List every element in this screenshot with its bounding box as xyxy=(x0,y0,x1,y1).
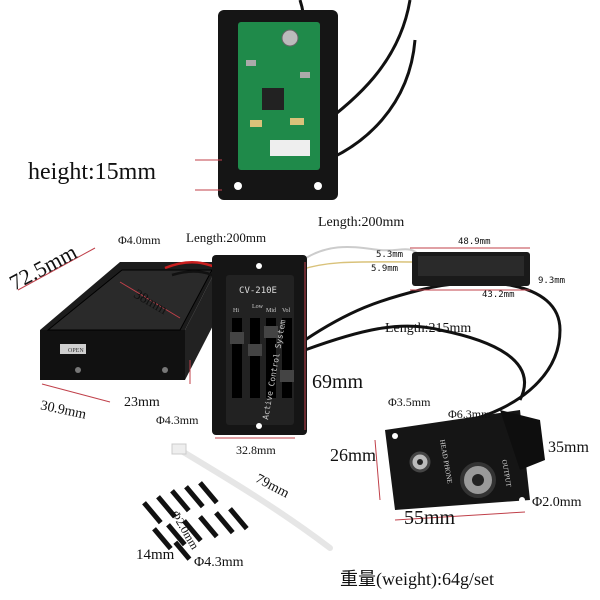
pickup-h2-label: 5.9mm xyxy=(371,264,399,274)
plate-tab-label: 35mm xyxy=(548,439,589,456)
box-hole-label: Φ4.0mm xyxy=(118,233,161,247)
output-jack-label: Φ6.3mm xyxy=(448,407,491,421)
screw-length-label: 14mm xyxy=(136,547,175,563)
pickup-bar xyxy=(410,247,530,291)
height-label: height:15mm xyxy=(28,159,156,185)
pickup-h3-label: 9.3mm xyxy=(538,276,566,286)
box-wire-label: Length:200mm xyxy=(186,230,267,245)
screws xyxy=(142,481,249,561)
slider-label-vol: Vol xyxy=(282,308,291,314)
jack-wire-label: Length:215mm xyxy=(385,321,472,336)
jack-plate xyxy=(374,410,545,521)
panel-width-label: 32.8mm xyxy=(236,443,276,457)
battery-lid-text: OPEN xyxy=(68,348,84,354)
pickup-length-label: 48.9mm xyxy=(458,237,491,247)
box-height-label: 23mm xyxy=(124,395,160,410)
pickup-wire-label: Length:200mm xyxy=(318,215,405,230)
weight-label: 重量(weight):64g/set xyxy=(340,569,494,589)
pcb-module xyxy=(195,0,417,200)
preamp-panel xyxy=(212,255,307,439)
cable-tie xyxy=(171,443,333,551)
screw-head-label: Φ4.3mm xyxy=(194,555,244,570)
phone-jack-label: Φ3.5mm xyxy=(388,395,431,409)
slider-label-low: Low xyxy=(252,304,264,310)
panel-height-label: 69mm xyxy=(312,371,364,393)
plate-width-label: 55mm xyxy=(404,507,456,529)
slider-label-hi: Hi xyxy=(233,308,239,314)
plate-height-label: 26mm xyxy=(330,445,377,465)
panel-model-text: CV-210E xyxy=(239,286,277,296)
pickup-h1-label: 5.3mm xyxy=(376,250,404,260)
plate-hole-label: Φ2.0mm xyxy=(532,495,582,510)
panel-hole-label: Φ4.3mm xyxy=(156,413,199,427)
pickup-base-label: 43.2mm xyxy=(482,290,515,300)
slider-label-mid: Mid xyxy=(266,308,276,314)
